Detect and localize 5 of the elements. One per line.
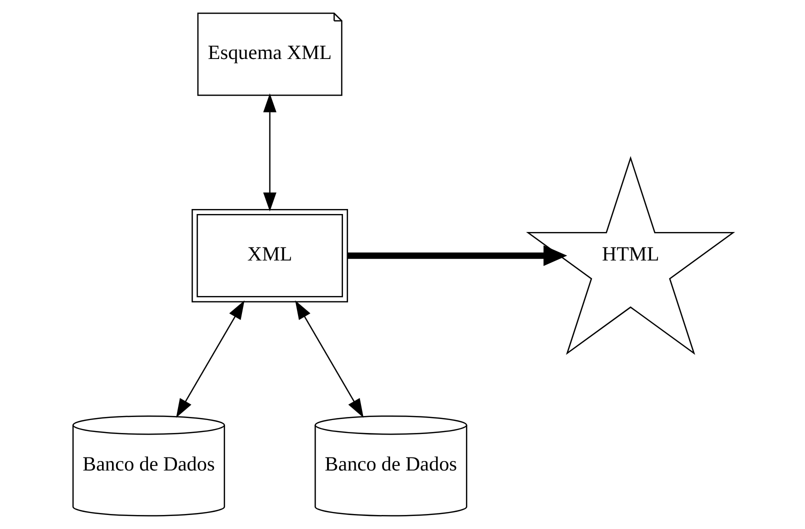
arrow	[347, 245, 567, 266]
arrow	[176, 300, 244, 418]
node-box: XML	[191, 209, 348, 302]
arrow	[294, 300, 364, 418]
arrow	[262, 93, 276, 212]
